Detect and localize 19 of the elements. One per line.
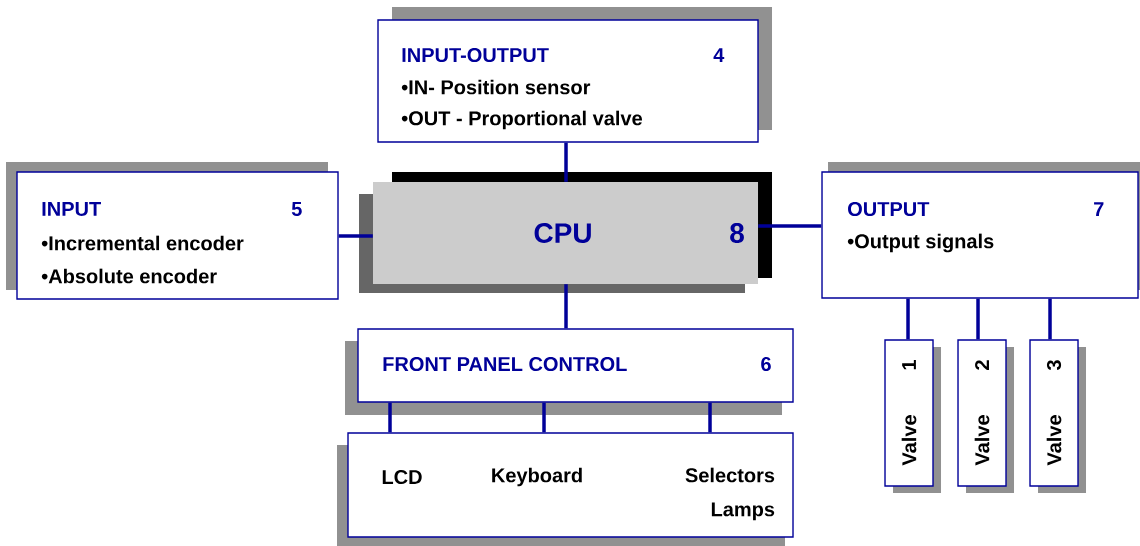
connector-line [906, 298, 910, 340]
connector-line [564, 142, 568, 182]
cpu-box: CPU 8 [373, 182, 758, 284]
panel-devices-box: LCD Keyboard Selectors Lamps [347, 432, 794, 538]
input-box: INPUT 5 •Incremental encoder •Absolute encoder [16, 171, 339, 300]
io-box: INPUT-OUTPUT 4 •IN- Position sensor •OUT - Proportional valve [377, 19, 759, 143]
connector-line [976, 298, 980, 340]
valve-box: Valve 2 [957, 339, 1007, 487]
output-box: OUTPUT 7 •Output signals [821, 171, 1139, 299]
valve-box: Valve 1 [884, 339, 934, 487]
connector-line [338, 234, 373, 238]
front-panel-box: FRONT PANEL CONTROL 6 [357, 328, 794, 403]
connector-line [758, 224, 822, 228]
valve-box: Valve 3 [1029, 339, 1079, 487]
connector-line [564, 284, 568, 329]
connector-line [388, 402, 392, 433]
connector-line [708, 402, 712, 433]
connector-line [542, 402, 546, 433]
connector-line [1048, 298, 1052, 340]
